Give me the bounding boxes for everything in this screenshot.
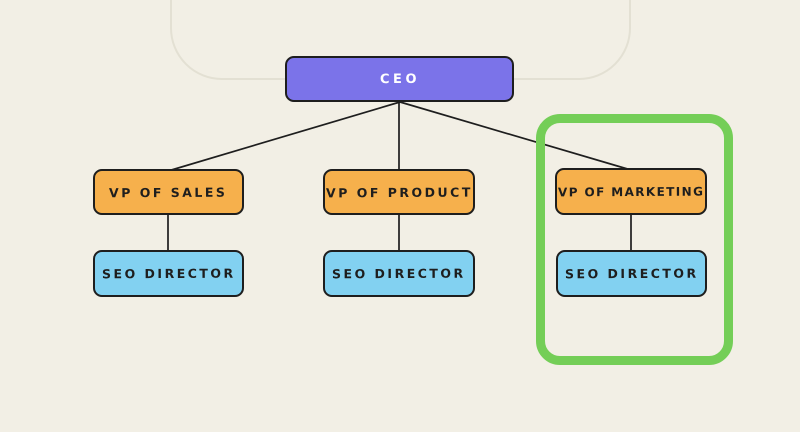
- node-seo-director-sales[interactable]: SEO DIRECTOR: [93, 250, 244, 297]
- node-vp-of-product[interactable]: VP OF PRODUCT: [323, 169, 475, 215]
- node-seo-director-marketing[interactable]: SEO DIRECTOR: [556, 250, 707, 297]
- node-vp-of-product-label: VP OF PRODUCT: [325, 184, 473, 200]
- marketing-column-highlight[interactable]: [536, 114, 733, 365]
- node-seo-director-product[interactable]: SEO DIRECTOR: [323, 250, 475, 297]
- connector-ceo-vp-sales: [167, 101, 401, 172]
- node-ceo-label: CEO: [379, 71, 420, 87]
- node-ceo[interactable]: CEO: [285, 56, 514, 102]
- node-seo-director-sales-label: SEO DIRECTOR: [101, 265, 236, 282]
- node-vp-of-marketing[interactable]: VP OF MARKETING: [555, 168, 707, 215]
- node-vp-of-sales[interactable]: VP OF SALES: [93, 169, 244, 215]
- node-seo-director-product-label: SEO DIRECTOR: [332, 265, 466, 282]
- node-vp-of-sales-label: VP OF SALES: [109, 184, 228, 200]
- connector-ceo-vp-marketing: [399, 101, 632, 171]
